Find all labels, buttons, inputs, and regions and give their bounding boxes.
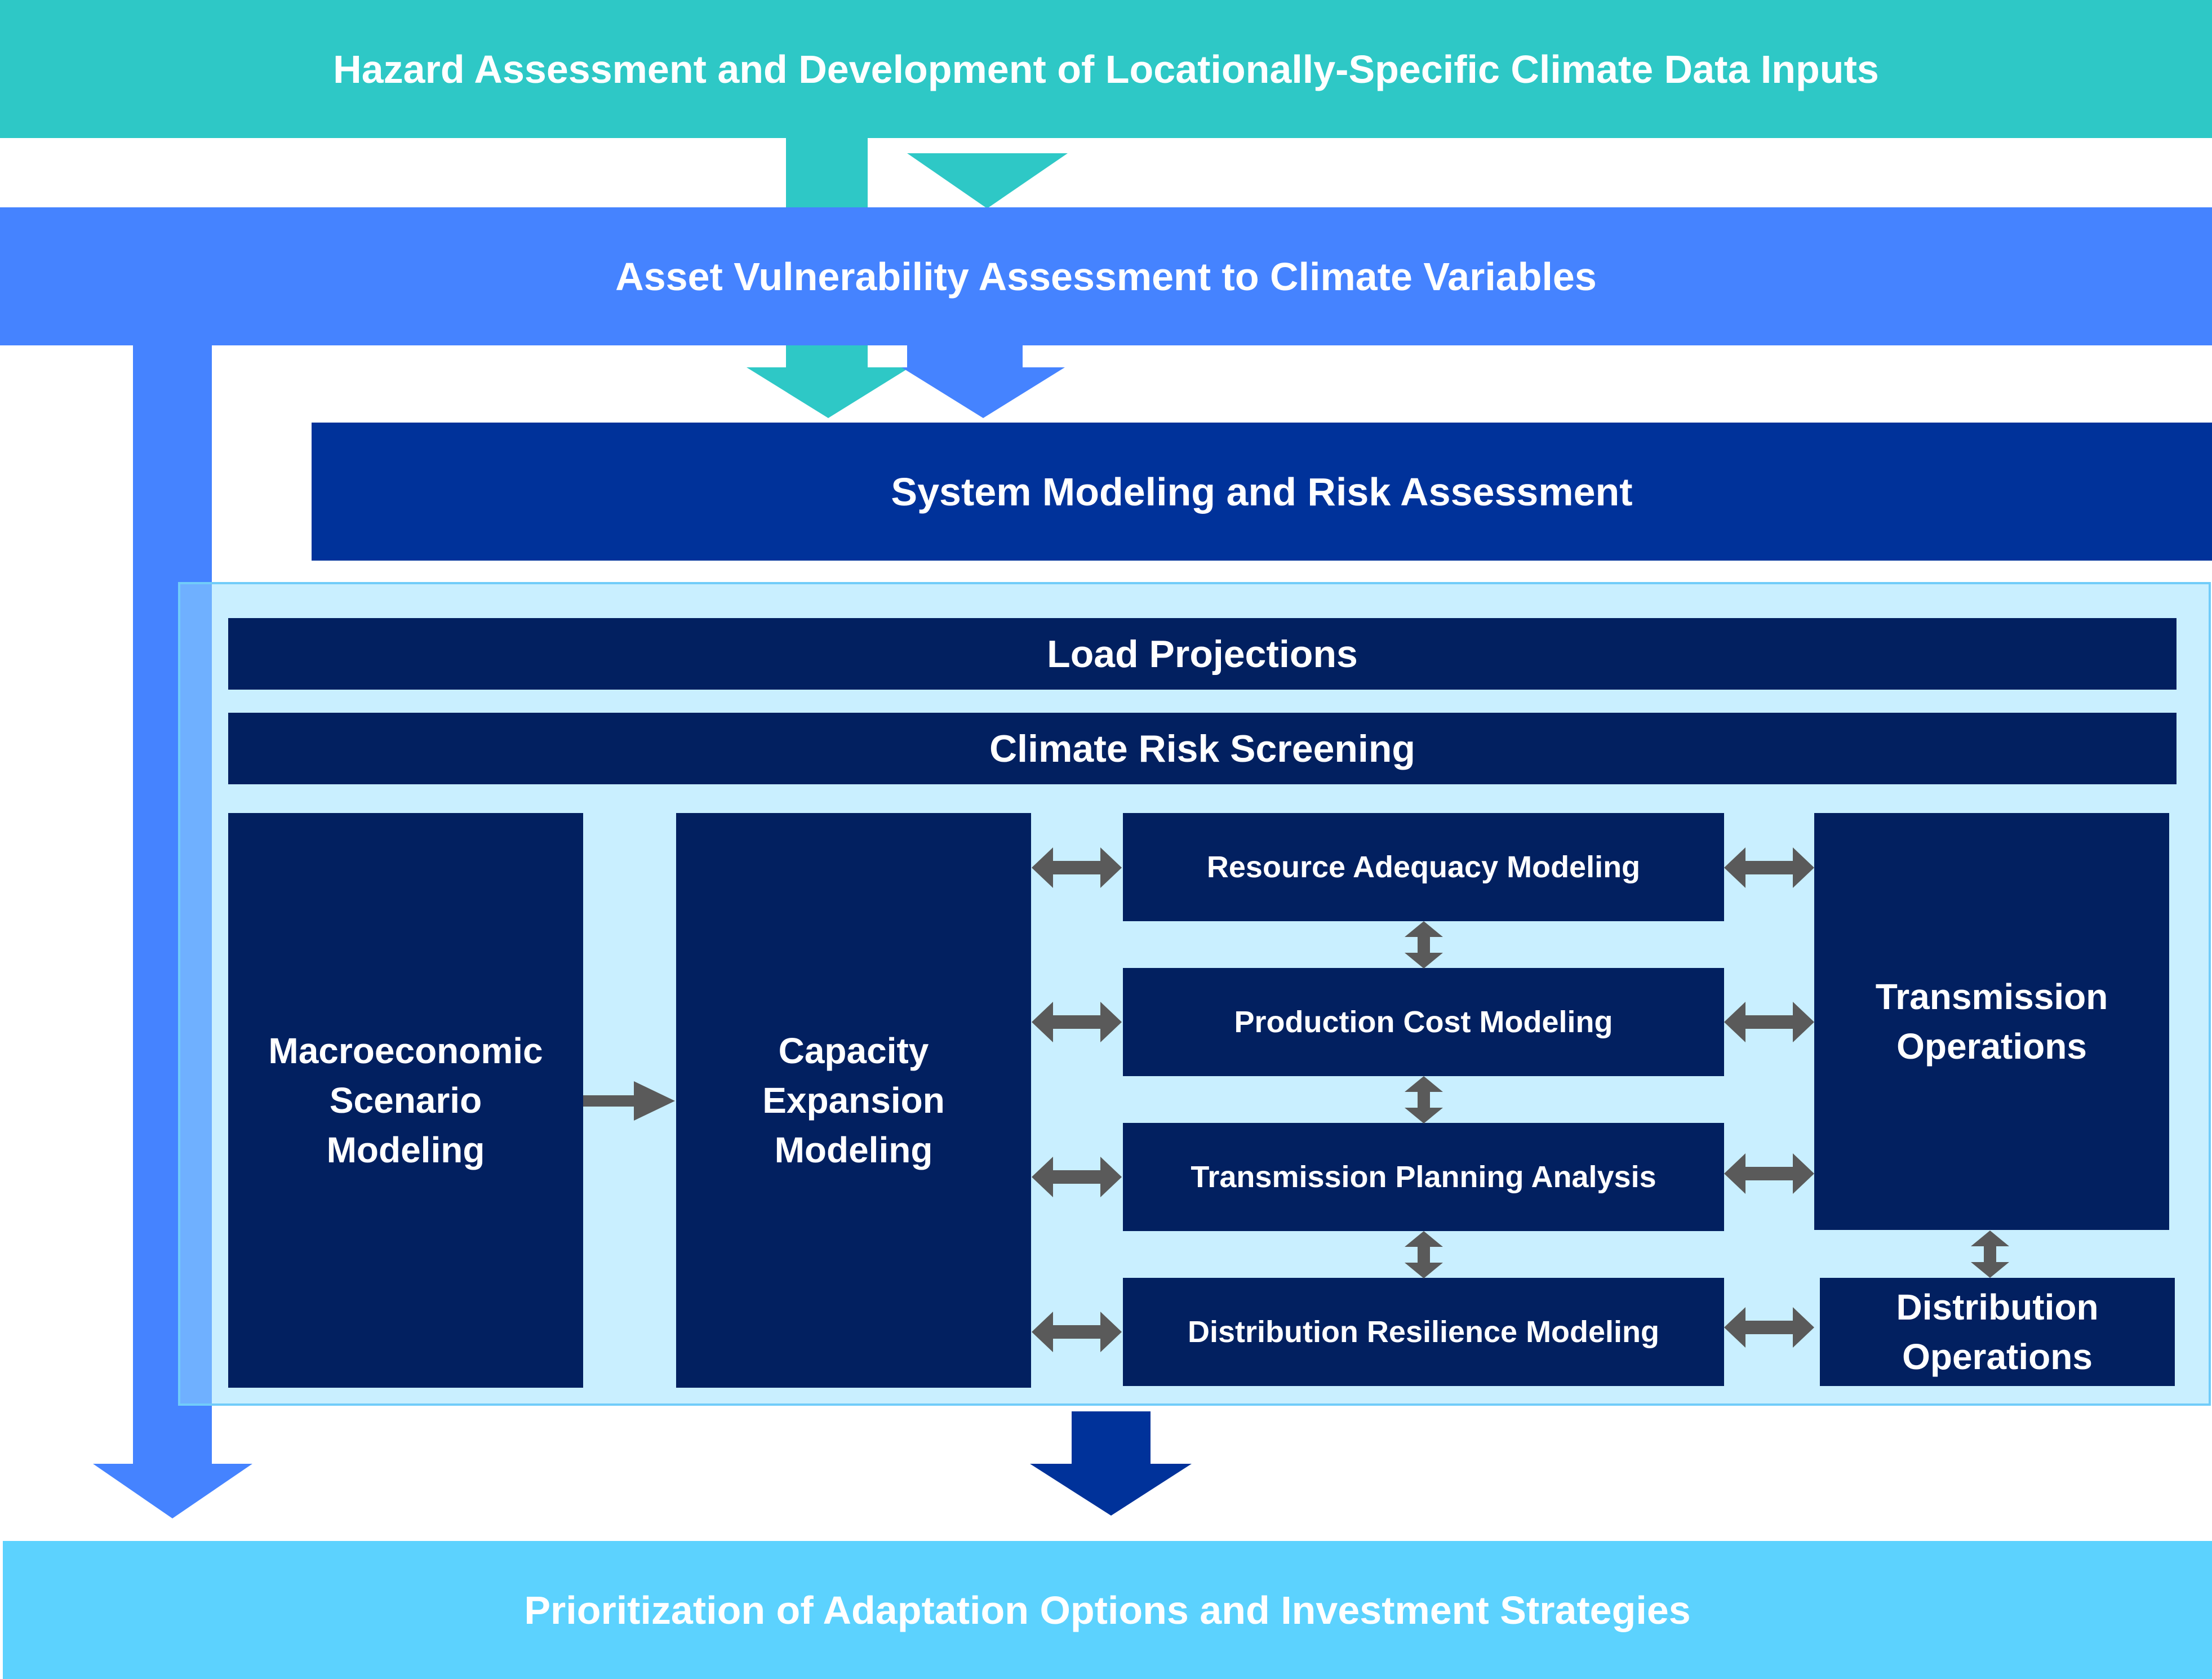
vulnerability-to-prioritization-arrowhead (93, 1464, 252, 1518)
hazard-to-system-shaft (786, 341, 868, 369)
macroeconomic-line-2: Scenario (329, 1080, 482, 1121)
distribution-resilience-distribution-ops-arrow (1724, 1307, 1814, 1348)
production-cost-transmission-ops-arrow (1724, 1002, 1814, 1042)
capacity-distribution-resilience-arrow (1032, 1312, 1122, 1352)
system-modeling-label: System Modeling and Risk Assessment (891, 469, 1633, 514)
resource-adequacy-transmission-ops-arrow (1724, 847, 1814, 888)
distribution-resilience-modeling-box: Distribution Resilience Modeling (1123, 1278, 1724, 1386)
climate-risk-screening-label: Climate Risk Screening (989, 727, 1415, 770)
distribution-operations-line-2: Operations (1902, 1336, 2093, 1377)
capacity-expansion-modeling-box: Capacity Expansion Modeling (676, 813, 1031, 1388)
system-to-prioritization-arrowhead (1030, 1464, 1192, 1516)
vulnerability-to-system-shaft (907, 341, 1023, 369)
distribution-operations-box: Distribution Operations (1820, 1278, 2175, 1386)
capacity-expansion-line-1: Capacity (778, 1030, 929, 1071)
transmission-distribution-arrow (1405, 1231, 1443, 1278)
panel-left-strip (180, 584, 212, 1403)
hazard-assessment-label: Hazard Assessment and Development of Loc… (333, 47, 1879, 91)
prioritization-label: Prioritization of Adaptation Options and… (524, 1588, 1691, 1632)
system-modeling-banner: System Modeling and Risk Assessment (312, 423, 2212, 561)
transmission-planning-label: Transmission Planning Analysis (1191, 1160, 1656, 1194)
climate-risk-screening-bar: Climate Risk Screening (228, 713, 2177, 784)
resource-adequacy-modeling-box: Resource Adequacy Modeling (1123, 813, 1724, 921)
distribution-resilience-label: Distribution Resilience Modeling (1187, 1314, 1660, 1349)
hazard-assessment-banner: Hazard Assessment and Development of Loc… (0, 0, 2212, 138)
load-projections-label: Load Projections (1047, 632, 1358, 676)
prioritization-banner: Prioritization of Adaptation Options and… (3, 1541, 2212, 1679)
transmission-planning-analysis-box: Transmission Planning Analysis (1123, 1123, 1724, 1231)
resource-adequacy-label: Resource Adequacy Modeling (1206, 850, 1641, 884)
hazard-to-system-arrowhead (747, 367, 910, 418)
load-projections-bar: Load Projections (228, 618, 2177, 690)
transmission-operations-line-1: Transmission (1875, 976, 2108, 1017)
production-cost-modeling-box: Production Cost Modeling (1123, 968, 1724, 1076)
capacity-production-cost-arrow (1032, 1002, 1122, 1042)
macroeconomic-scenario-modeling-box: Macroeconomic Scenario Modeling (228, 813, 583, 1388)
vulnerability-assessment-banner: Asset Vulnerability Assessment to Climat… (0, 207, 2212, 345)
transmission-ops-distribution-ops-arrow (1971, 1231, 2009, 1278)
transmission-operations-line-2: Operations (1896, 1026, 2087, 1067)
resource-production-arrow (1405, 921, 1443, 969)
system-to-prioritization-shaft (1072, 1411, 1151, 1465)
vulnerability-to-system-arrowhead (901, 367, 1065, 418)
macro-to-capacity-arrow (583, 1081, 675, 1121)
transmission-operations-box: Transmission Operations (1814, 813, 2169, 1230)
distribution-operations-line-1: Distribution (1896, 1286, 2099, 1327)
hazard-to-vulnerability-arrowhead (907, 153, 1068, 208)
vulnerability-assessment-label: Asset Vulnerability Assessment to Climat… (615, 254, 1597, 299)
capacity-expansion-line-3: Modeling (774, 1130, 933, 1171)
hazard-to-vulnerability-shaft (786, 135, 868, 211)
macroeconomic-line-1: Macroeconomic (268, 1030, 543, 1071)
production-cost-label: Production Cost Modeling (1234, 1005, 1613, 1039)
production-transmission-arrow (1405, 1076, 1443, 1123)
capacity-resource-adequacy-arrow (1032, 847, 1122, 888)
capacity-transmission-planning-arrow (1032, 1157, 1122, 1197)
capacity-expansion-line-2: Expansion (762, 1080, 945, 1121)
transmission-planning-transmission-ops-arrow (1724, 1153, 1814, 1194)
macroeconomic-line-3: Modeling (326, 1130, 485, 1171)
